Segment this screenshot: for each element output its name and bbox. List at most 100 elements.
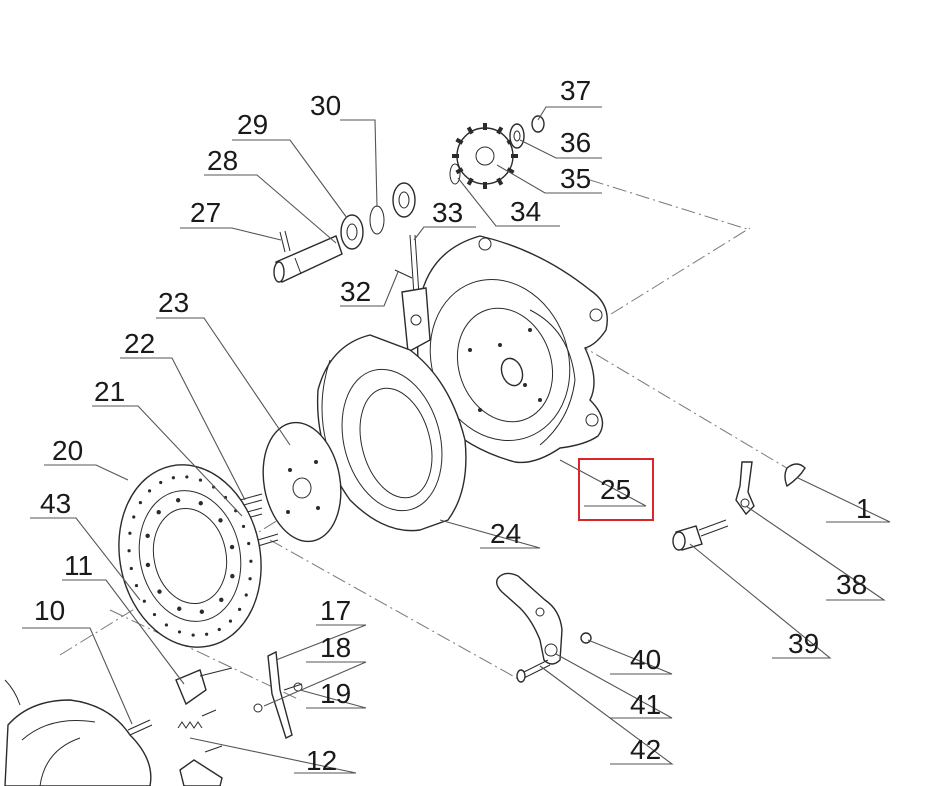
- label-29: 29: [237, 109, 268, 140]
- part-27-pin: [279, 230, 291, 253]
- part-11-bracket: [175, 667, 233, 706]
- part-28-shaft: [273, 235, 343, 283]
- label-18: 18: [320, 632, 351, 663]
- disc-hole: [217, 627, 221, 632]
- disc-hole: [237, 607, 242, 612]
- label-24: 24: [490, 518, 521, 549]
- label-34: 34: [510, 196, 541, 227]
- disc-hole: [171, 476, 175, 480]
- disc-hole: [198, 501, 203, 506]
- sprocket-tooth: [455, 167, 464, 175]
- part-34-ring: [449, 163, 461, 185]
- label-43: 43: [40, 488, 71, 519]
- disc-hole: [156, 509, 161, 515]
- disc-hole: [177, 606, 182, 611]
- part-24-brake-shoe: [316, 334, 467, 532]
- part-35-sprocket: [452, 123, 518, 189]
- label-21: 21: [94, 376, 125, 407]
- part-bearing-2: [392, 182, 416, 218]
- label-20: 20: [52, 435, 83, 466]
- label-41: 41: [630, 689, 661, 720]
- label-38: 38: [836, 569, 867, 600]
- disc-hole: [185, 475, 189, 479]
- label-36: 36: [560, 127, 591, 158]
- label-39: 39: [788, 628, 819, 659]
- label-40: 40: [630, 644, 661, 675]
- center-axes: [59, 179, 791, 701]
- disc-hole: [147, 489, 152, 493]
- disc-hole: [241, 524, 246, 529]
- disc-hole: [205, 632, 209, 636]
- label-12: 12: [306, 745, 337, 776]
- part-30-ring: [369, 205, 385, 235]
- part-20-brake-disc: [118, 464, 262, 648]
- label-35: 35: [560, 163, 591, 194]
- label-33: 33: [432, 197, 463, 228]
- part-32-pin: [394, 269, 413, 279]
- disc-hole: [175, 498, 181, 503]
- part-10-bolt: [127, 719, 153, 736]
- leader-lines: [22, 106, 891, 774]
- disc-hole: [244, 593, 248, 597]
- label-37: 37: [560, 75, 591, 106]
- label-28: 28: [207, 145, 238, 176]
- disc-hole: [198, 478, 203, 482]
- disc-hole: [164, 623, 169, 627]
- disc-hole: [230, 573, 235, 579]
- part-37-nut: [531, 115, 545, 133]
- disc-hole: [132, 515, 136, 519]
- label-32: 32: [340, 276, 371, 307]
- part-38-lever: [735, 461, 755, 516]
- disc-hole: [142, 599, 146, 603]
- spring: [177, 709, 217, 729]
- sprocket-tooth: [466, 126, 474, 135]
- disc-hole: [229, 544, 235, 550]
- disc-hole: [249, 559, 253, 563]
- label-27: 27: [190, 197, 221, 228]
- disc-hole: [129, 566, 133, 571]
- disc-hole: [199, 609, 205, 614]
- disc-hole: [157, 589, 162, 594]
- label-22: 22: [124, 328, 155, 359]
- disc-hole: [219, 597, 224, 603]
- part-41-brake-arm: [495, 572, 563, 665]
- sprocket-tooth: [496, 126, 504, 135]
- label-11: 11: [64, 550, 93, 581]
- disc-hole: [145, 533, 150, 539]
- part-36-washer: [509, 123, 525, 149]
- label-17: 17: [320, 595, 351, 626]
- label-30: 30: [310, 90, 341, 121]
- label-42: 42: [630, 734, 661, 765]
- part-42-bolt: [516, 659, 551, 683]
- disc-hole: [247, 541, 251, 546]
- part-17-strap: [267, 650, 293, 739]
- label-25: 25: [600, 474, 631, 505]
- sprocket-tooth: [496, 177, 504, 186]
- part-33-pin: [401, 234, 431, 354]
- label-23: 23: [158, 287, 189, 318]
- sprocket-tooth: [455, 137, 464, 145]
- disc-hole: [138, 500, 143, 505]
- disc-hole: [127, 549, 131, 553]
- disc-hole: [218, 518, 223, 523]
- disc-hole: [159, 480, 163, 485]
- part-40-nut: [580, 632, 592, 644]
- part-39-pin: [672, 519, 729, 551]
- part-29-bearing: [340, 214, 364, 250]
- part-1-clip: [784, 463, 806, 488]
- part-labels: 37 36 35 34 33 30 29 28 27 32 23 22 21 2…: [34, 75, 872, 776]
- label-1: 1: [856, 493, 872, 524]
- part-25-housing-plate: [416, 235, 608, 464]
- disc-hole: [177, 630, 182, 634]
- highlight-box: [578, 458, 654, 521]
- housing-fragment: [4, 679, 152, 786]
- sprocket-tooth: [506, 167, 515, 175]
- label-19: 19: [320, 678, 351, 709]
- disc-hole: [248, 577, 252, 581]
- disc-hole: [128, 531, 132, 535]
- disc-hole: [228, 619, 233, 623]
- disc-hole: [145, 562, 151, 568]
- disc-hole: [134, 583, 139, 588]
